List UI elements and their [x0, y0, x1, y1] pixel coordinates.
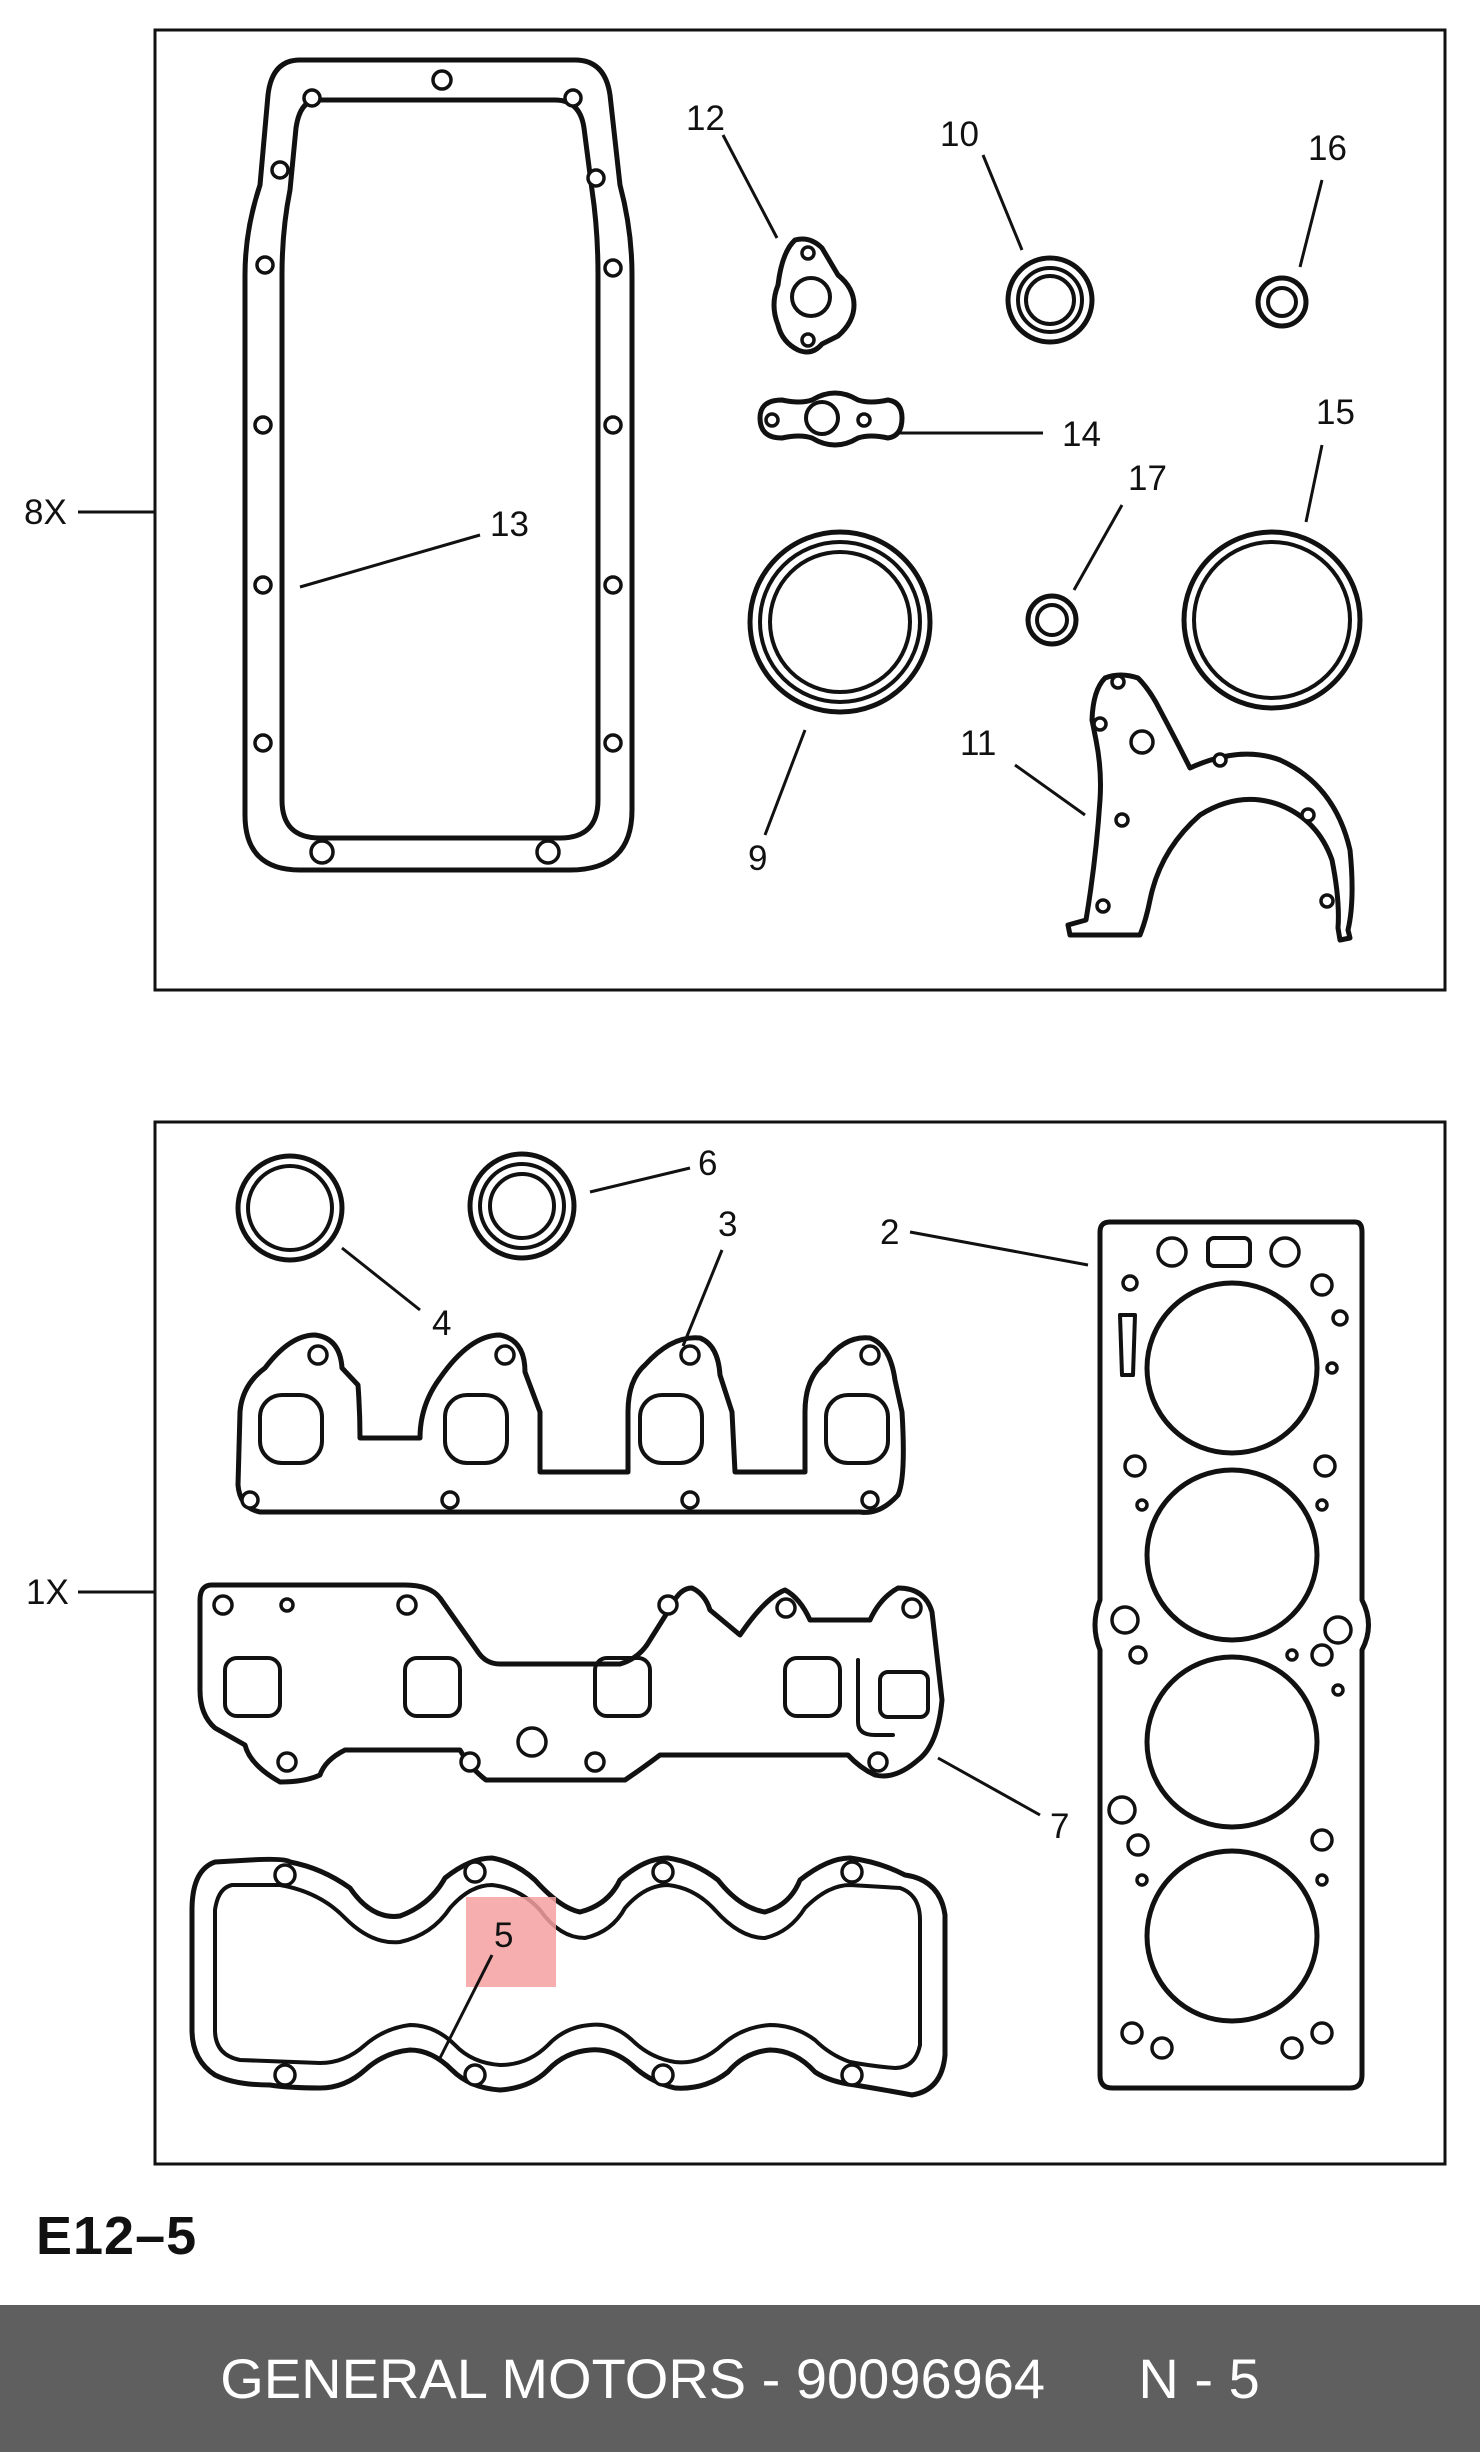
callout-6: 6 — [698, 1144, 717, 1183]
top-panel: 8X 13 — [24, 28, 1447, 992]
valve-cover-gasket — [189, 1855, 948, 2098]
o-ring-15 — [1181, 529, 1363, 711]
callout-12: 12 — [686, 99, 725, 138]
footer-part-number: 90096964 — [795, 2347, 1046, 2410]
callout-10: 10 — [940, 115, 979, 154]
retainer-gasket-11 — [1065, 672, 1355, 943]
callout-11: 11 — [960, 724, 996, 763]
callout-16: 16 — [1308, 129, 1347, 168]
highlight-box — [466, 1897, 556, 1987]
callout-7: 7 — [1050, 1807, 1069, 1846]
footer-brand: GENERAL MOTORS — [220, 2347, 747, 2410]
callout-4: 4 — [432, 1304, 451, 1343]
flange-gasket-12 — [771, 236, 857, 355]
footer-bar: GENERAL MOTORS - 90096964 N - 5 — [0, 2305, 1480, 2452]
footer-separator: - — [761, 2347, 781, 2410]
callout-2: 2 — [880, 1213, 899, 1252]
exhaust-manifold-gasket — [197, 1582, 945, 1785]
callout-5: 5 — [494, 1916, 513, 1955]
callout-15: 15 — [1316, 393, 1355, 432]
figure-code: E12–5 — [36, 2206, 198, 2266]
footer-position: N - 5 — [1138, 2347, 1260, 2410]
o-ring-16 — [1255, 275, 1309, 329]
top-multiplier-label: 8X — [24, 493, 67, 532]
seal-6 — [467, 1151, 577, 1261]
callout-14: 14 — [1062, 415, 1101, 454]
seal-10 — [1005, 255, 1095, 345]
seal-9 — [747, 529, 933, 715]
bottom-panel: 1X 4 6 — [26, 1120, 1447, 2166]
callout-9: 9 — [748, 839, 767, 878]
oil-pan-gasket — [242, 57, 635, 873]
gasket-kit-diagram: 8X 13 — [24, 28, 1447, 2166]
seal-4 — [235, 1153, 345, 1263]
intake-manifold-gasket — [235, 1332, 906, 1515]
callout-13: 13 — [490, 505, 529, 544]
bottom-multiplier-label: 1X — [26, 1573, 69, 1612]
top-panel-frame — [153, 28, 1447, 992]
callout-3: 3 — [718, 1205, 737, 1244]
o-ring-17 — [1025, 593, 1079, 647]
bottom-panel-frame — [153, 1120, 1447, 2166]
cylinder-head-gasket — [1092, 1219, 1371, 2091]
flange-gasket-14 — [757, 390, 905, 448]
callout-17: 17 — [1128, 459, 1167, 498]
